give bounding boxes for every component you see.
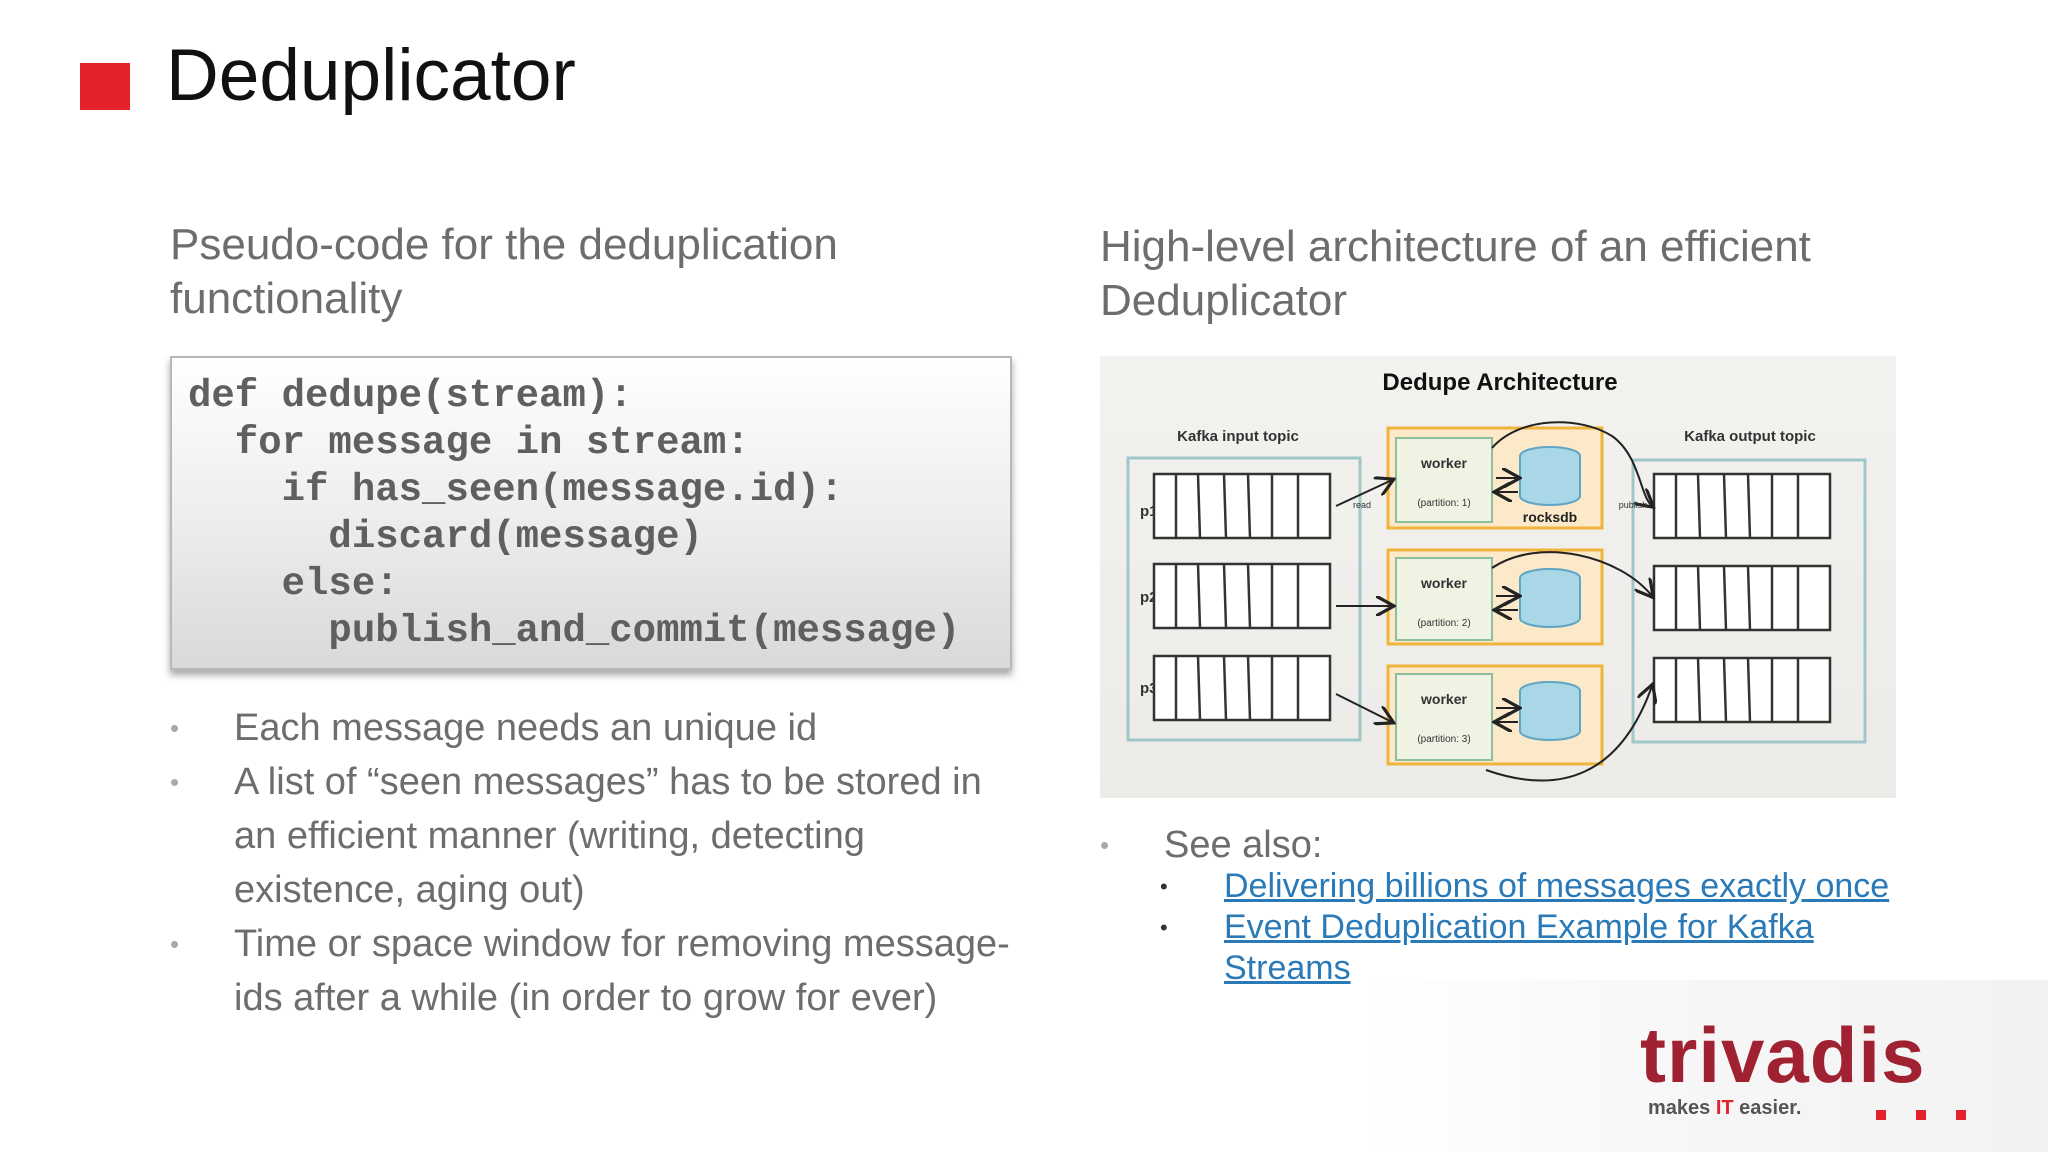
publish-arrows <box>1485 421 1652 782</box>
worker-partition-label: (partition: 2) <box>1417 618 1470 629</box>
pseudo-code-block: def dedupe(stream): for message in strea… <box>170 356 1012 670</box>
link-delivering-billions[interactable]: Delivering billions of messages exactly … <box>1224 867 1890 905</box>
logo-brand-text: trivadis <box>1640 1012 1925 1099</box>
bullet-icon: • <box>170 929 180 959</box>
publish-label: publish <box>1619 500 1648 510</box>
bullet-icon: • <box>1160 874 1168 899</box>
right-heading-line1: High-level architecture of an efficient <box>1100 222 1811 271</box>
slide-title: Deduplicator <box>166 35 576 116</box>
code-line: for message in stream: <box>188 421 750 465</box>
left-heading-line2: functionality <box>170 274 403 323</box>
output-partition-log-3 <box>1652 656 1832 724</box>
list-item: • Event Deduplication Example for Kafka S… <box>1160 907 1920 989</box>
list-item: • Each message needs an unique id <box>170 701 1030 755</box>
reference-links: • Delivering billions of messages exactly… <box>1160 866 1920 989</box>
read-arrows <box>1335 480 1392 722</box>
worker-group-2: worker (partition: 2) <box>1386 548 1604 646</box>
code-line: def dedupe(stream): <box>188 374 633 418</box>
worker-partition-label: (partition: 3) <box>1417 734 1470 745</box>
bullet-icon: • <box>170 713 180 743</box>
worker-label: worker <box>1420 455 1467 471</box>
logo-dot <box>1956 1110 1966 1120</box>
code-line: else: <box>188 562 399 606</box>
list-item: • A list of “seen messages” has to be sto… <box>170 755 1030 917</box>
input-partition-log-p1 <box>1152 472 1332 540</box>
dedupe-architecture-diagram: Dedupe Architecture Kafka input topic Ka… <box>1100 356 1896 798</box>
code-line: discard(message) <box>188 515 703 559</box>
right-heading-line2: Deduplicator <box>1100 276 1348 325</box>
tagline-part: makes <box>1648 1097 1716 1119</box>
logo-dot <box>1916 1110 1926 1120</box>
bullet-icon: • <box>170 767 180 797</box>
output-partition-log-1 <box>1652 472 1832 540</box>
input-partition-log-p3 <box>1152 654 1332 722</box>
link-event-deduplication-example[interactable]: Event Deduplication Example for Kafka St… <box>1224 908 1814 987</box>
worker-group-1: worker (partition: 1) rocksdb <box>1386 426 1604 530</box>
rocksdb-label: rocksdb <box>1523 509 1577 525</box>
output-topic-label: Kafka output topic <box>1684 428 1816 445</box>
worker-label: worker <box>1420 575 1467 591</box>
diagram-title: Dedupe Architecture <box>1382 369 1617 396</box>
worker-db-arrows <box>1496 478 1518 722</box>
logo-tagline: makes IT easier. <box>1648 1097 1801 1119</box>
input-partition-log-p2 <box>1152 562 1332 630</box>
logo-dot <box>1876 1110 1886 1120</box>
worker-group-3: worker (partition: 3) <box>1386 664 1604 766</box>
see-also-item: • See also: <box>1100 818 1322 872</box>
list-item: • Time or space window for removing messa… <box>170 917 1030 1025</box>
left-bullet-list: • Each message needs an unique id • A list… <box>170 701 1030 1025</box>
worker-label: worker <box>1420 691 1467 707</box>
logo-background-shade <box>1360 980 2048 1152</box>
input-topic-label: Kafka input topic <box>1177 428 1299 445</box>
bullet-icon: • <box>1160 915 1168 940</box>
code-line: if has_seen(message.id): <box>188 468 844 512</box>
list-item: • Delivering billions of messages exactly… <box>1160 866 1920 907</box>
bullet-text: A list of “seen messages” has to be stor… <box>234 761 982 911</box>
see-also-label: See also: <box>1164 824 1323 866</box>
left-heading-line1: Pseudo-code for the deduplication <box>170 220 838 269</box>
bullet-icon: • <box>1100 830 1110 860</box>
output-topic-container <box>1631 458 1867 744</box>
read-label: read <box>1353 500 1371 510</box>
bullet-text: Time or space window for removing messag… <box>234 923 1010 1019</box>
trivadis-logo: trivadis makes IT easier. <box>1640 1012 1966 1120</box>
worker-partition-label: (partition: 1) <box>1417 498 1470 509</box>
code-line: publish_and_commit(message) <box>188 609 961 653</box>
bullet-text: Each message needs an unique id <box>234 707 818 749</box>
tagline-part: easier. <box>1734 1097 1802 1119</box>
input-topic-container <box>1126 456 1362 742</box>
title-accent-square <box>80 63 130 110</box>
tagline-it: IT <box>1716 1097 1734 1119</box>
output-partition-log-2 <box>1652 564 1832 632</box>
